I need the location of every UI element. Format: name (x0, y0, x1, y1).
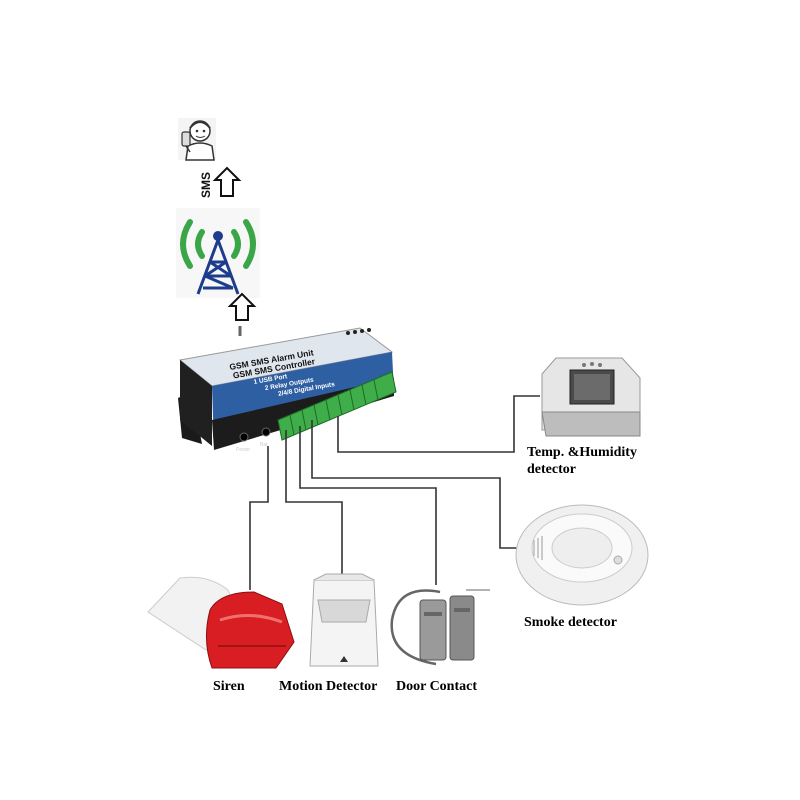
temp-humidity-detector (541, 357, 641, 437)
siren-device (147, 576, 295, 669)
person-phone-icon (178, 118, 216, 161)
motion-detector-device (309, 573, 379, 667)
power-port-label: Power (236, 447, 251, 453)
wiring (249, 395, 540, 590)
wire-door (299, 426, 437, 585)
wire-smoke (311, 420, 520, 549)
wire-motion (285, 430, 343, 575)
smoke-detector (515, 504, 649, 606)
cell-tower-icon (176, 208, 260, 298)
temp-humidity-label: Temp. &Humidity detector (527, 444, 637, 478)
temp-humidity-label-line2: detector (527, 462, 576, 477)
siren-label: Siren (213, 679, 245, 694)
wire-temp (337, 395, 540, 453)
door-contact-label: Door Contact (396, 679, 478, 694)
up-arrow-icon (227, 292, 257, 321)
smoke-detector-label: Smoke detector (524, 615, 617, 630)
motion-detector-label: Motion Detector (279, 679, 378, 694)
gsm-controller-unit (178, 327, 397, 450)
bat-port-label: Bat (260, 442, 268, 448)
sms-label: SMS (199, 172, 213, 198)
sms-arrow-icon (212, 166, 242, 197)
door-contact-device (390, 589, 490, 666)
temp-humidity-label-line1: Temp. &Humidity (527, 445, 637, 460)
wire-siren (249, 446, 269, 590)
